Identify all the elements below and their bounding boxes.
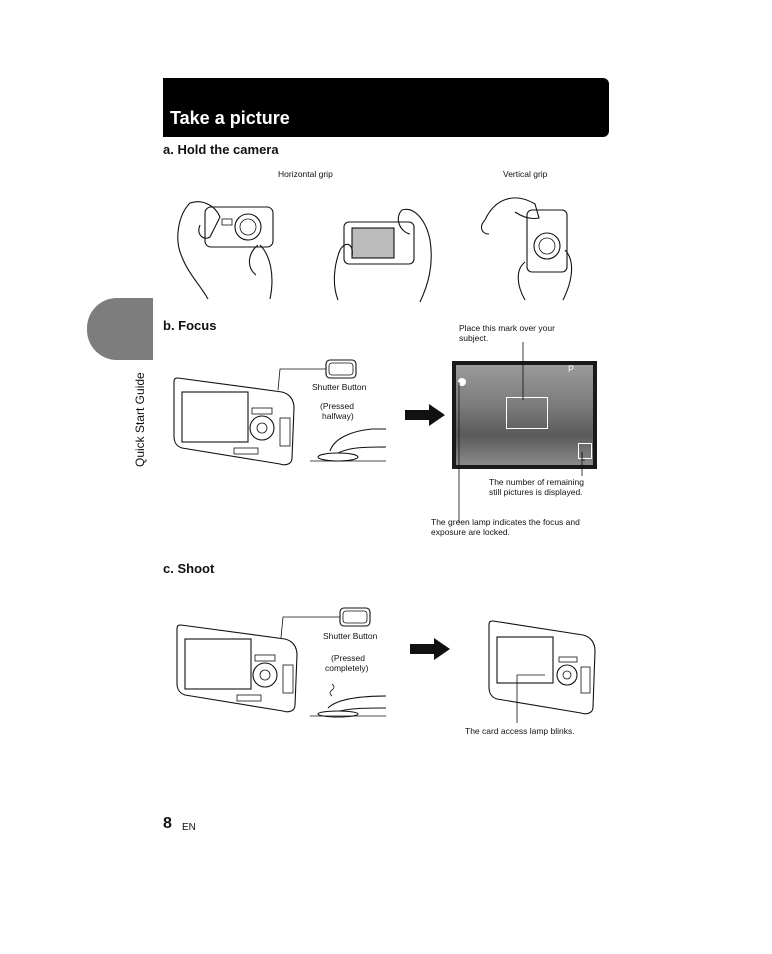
- page-title: Take a picture: [170, 108, 290, 128]
- screen-photo: [456, 365, 593, 465]
- finger-full-press-illustration: [310, 683, 387, 718]
- shoot-press-line2: completely): [325, 663, 369, 673]
- green-lamp-note-line2: exposure are locked.: [431, 527, 510, 537]
- vertical-grip-illustration: [480, 197, 573, 301]
- focus-screen: P: [452, 361, 597, 469]
- focus-camera-illustration: [173, 377, 295, 466]
- focus-press-line1: (Pressed: [320, 401, 355, 411]
- mark-note-line1: Place this mark over your: [459, 323, 555, 333]
- section-c-heading: c. Shoot: [163, 561, 215, 576]
- horizontal-grip-label: Horizontal grip: [278, 169, 333, 179]
- focus-shutter-callout: [277, 359, 357, 391]
- card-access-note: The card access lamp blinks.: [465, 726, 575, 736]
- arrow-right-icon: [410, 638, 450, 660]
- remaining-note-line2: still pictures is displayed.: [489, 487, 583, 497]
- card-access-camera-illustration: [488, 620, 596, 723]
- shoot-camera-illustration: [176, 624, 298, 713]
- section-a-heading: a. Hold the camera: [163, 142, 279, 157]
- mode-indicator: P: [568, 364, 575, 374]
- shoot-shutter-label: Shutter Button: [323, 631, 378, 641]
- focus-callout-lines: [458, 342, 585, 522]
- green-lamp-icon: [458, 378, 466, 386]
- mark-note-line2: subject.: [459, 333, 489, 343]
- arrow-right-icon: [405, 404, 445, 426]
- green-lamp-note-line1: The green lamp indicates the focus and: [431, 517, 580, 527]
- focus-shutter-label: Shutter Button: [312, 382, 367, 392]
- title-banner: Take a picture: [163, 78, 609, 137]
- shoot-press-line1: (Pressed: [331, 653, 366, 663]
- remaining-count-box: [578, 443, 592, 459]
- section-b-heading: b. Focus: [163, 318, 217, 333]
- vertical-grip-label: Vertical grip: [503, 169, 548, 179]
- language-code: EN: [182, 822, 196, 833]
- side-tab-label: Quick Start Guide: [133, 372, 147, 467]
- focus-press-line2: halfway): [322, 411, 354, 421]
- remaining-note-line1: The number of remaining: [489, 477, 584, 487]
- horizontal-grip-back-illustration: [333, 208, 432, 303]
- af-target-mark: [506, 397, 548, 429]
- shoot-shutter-callout: [280, 607, 371, 639]
- side-tab: [87, 298, 153, 360]
- page-number: 8: [163, 815, 172, 832]
- finger-half-press-illustration: [310, 428, 387, 462]
- horizontal-grip-front-illustration: [177, 201, 274, 300]
